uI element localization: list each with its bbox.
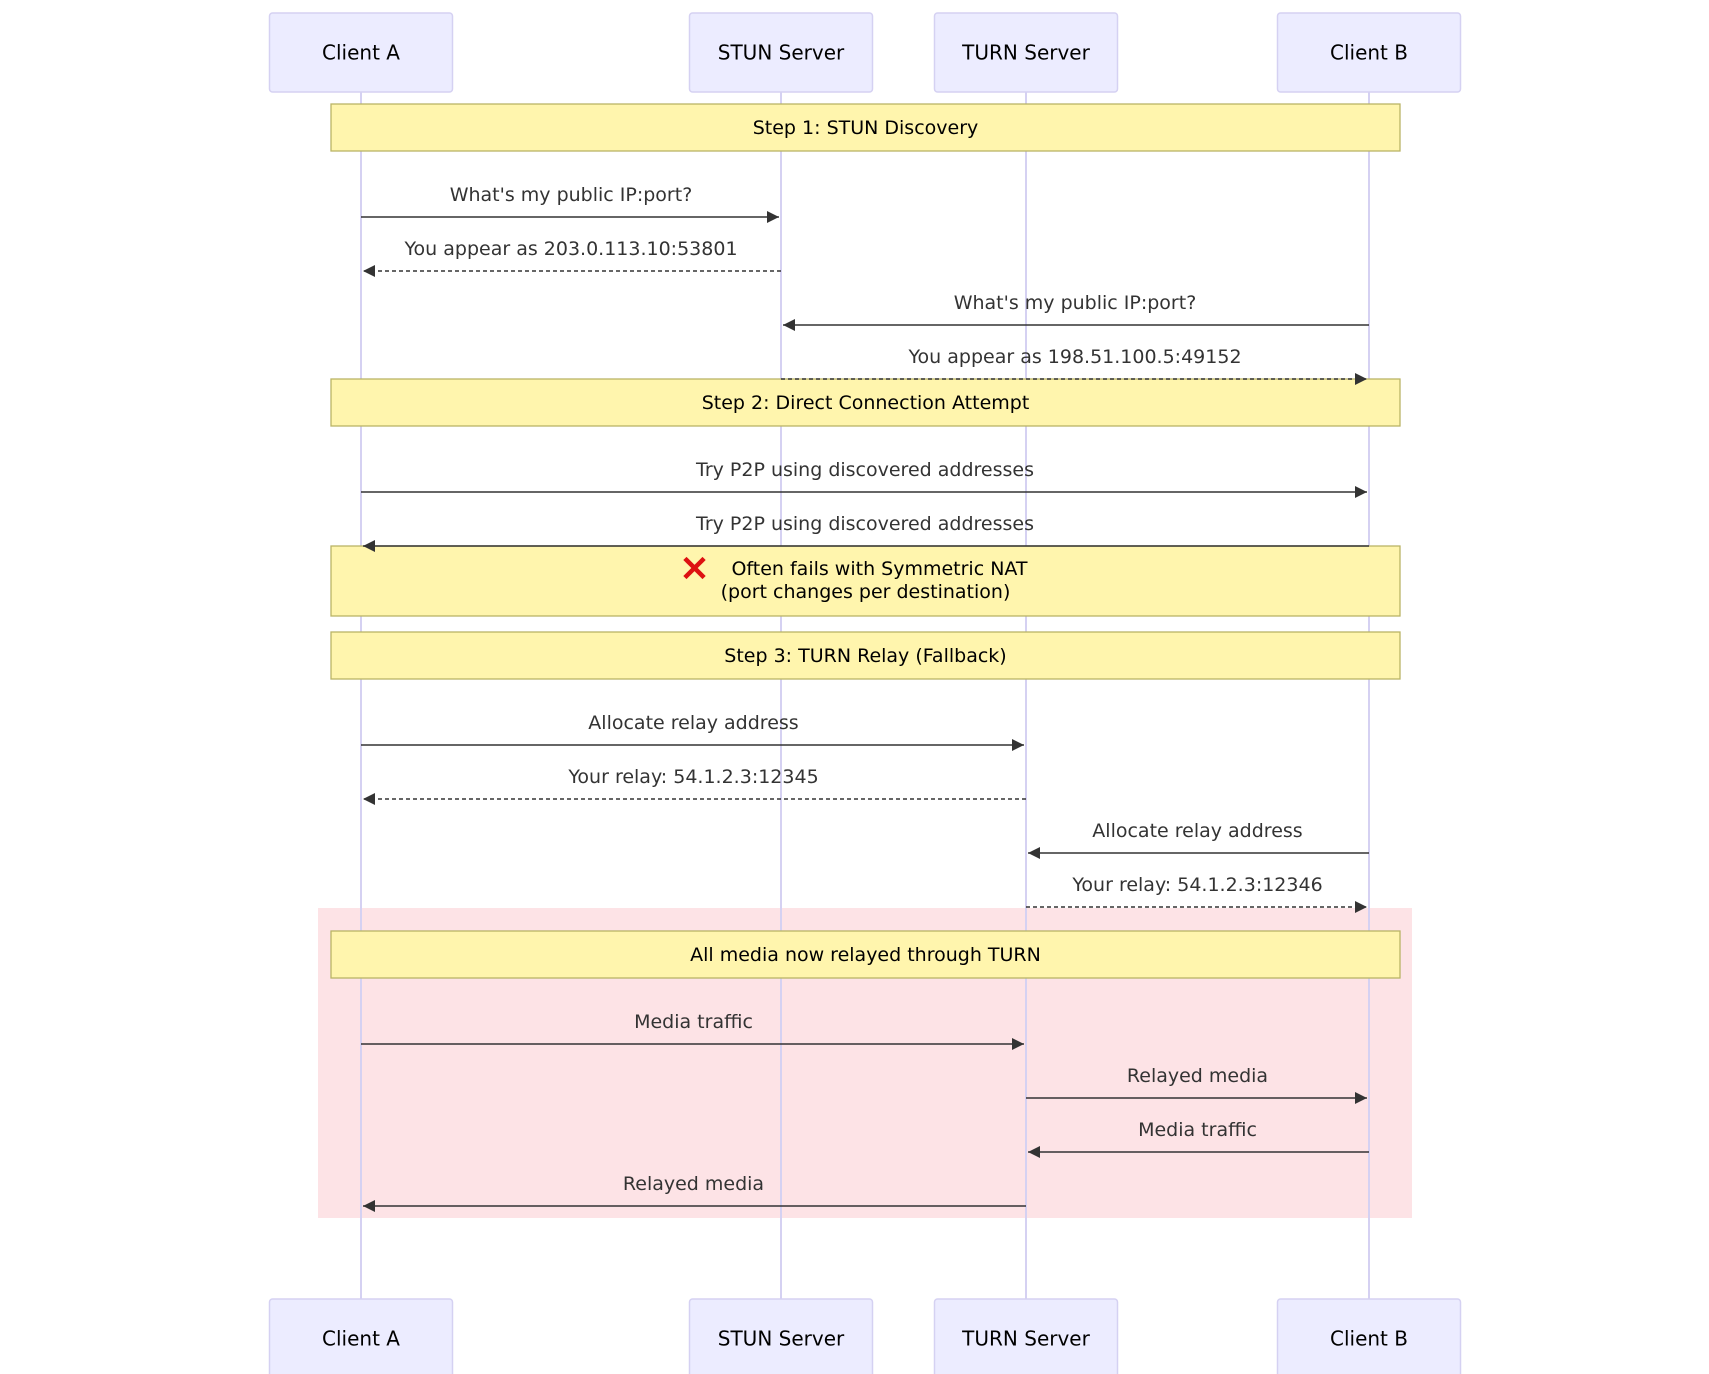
participant-label: TURN Server <box>961 41 1090 65</box>
participant-bottom-a: Client A <box>268 1298 454 1374</box>
message-label: You appear as 203.0.113.10:53801 <box>403 238 737 260</box>
message-s-to-b: You appear as 198.51.100.5:49152 <box>781 346 1367 385</box>
note-box <box>330 378 1401 427</box>
message-label: You appear as 198.51.100.5:49152 <box>907 346 1241 368</box>
note-box <box>330 631 1401 680</box>
message-t-to-a: Your relay: 54.1.2.3:12345 <box>363 766 1026 805</box>
message-label: Your relay: 54.1.2.3:12346 <box>1071 874 1322 896</box>
participant-box-rect <box>268 1298 454 1374</box>
message-a-to-b: Try P2P using discovered addresses <box>361 459 1367 498</box>
participant-label: STUN Server <box>718 1327 845 1351</box>
note-failure: Often fails with Symmetric NAT(port chan… <box>330 545 1401 617</box>
message-label: Relayed media <box>1127 1065 1268 1087</box>
note-step-0: Step 1: STUN Discovery <box>330 103 1401 152</box>
message-s-to-a: You appear as 203.0.113.10:53801 <box>363 238 781 277</box>
message-label: Allocate relay address <box>1092 820 1302 842</box>
note-text: Step 1: STUN Discovery <box>753 117 979 139</box>
participant-bottom-t: TURN Server <box>933 1298 1119 1374</box>
messages-layer: What's my public IP:port? You appear as 2… <box>361 184 1369 1212</box>
note-text: Step 3: TURN Relay (Fallback) <box>724 645 1006 667</box>
participant-label: STUN Server <box>718 41 845 65</box>
note-box <box>330 930 1401 979</box>
participant-top-t: TURN Server <box>933 12 1119 93</box>
message-t-to-b: Relayed media <box>1026 1065 1367 1104</box>
participant-box-rect <box>688 1298 874 1374</box>
participant-top-b: Client B <box>1276 12 1462 93</box>
message-label: Media traffic <box>634 1011 753 1033</box>
message-t-to-b: Your relay: 54.1.2.3:12346 <box>1026 874 1367 913</box>
message-label: What's my public IP:port? <box>954 292 1197 314</box>
message-a-to-t: Media traffic <box>361 1011 1024 1050</box>
message-label: Media traffic <box>1138 1119 1257 1141</box>
message-a-to-s: What's my public IP:port? <box>361 184 779 223</box>
note-text: Step 2: Direct Connection Attempt <box>702 392 1030 414</box>
message-b-to-a: Try P2P using discovered addresses <box>363 513 1369 552</box>
participant-top-s: STUN Server <box>688 12 874 93</box>
participant-bottom-b: Client B <box>1276 1298 1462 1374</box>
participant-label: Client A <box>322 41 400 65</box>
message-t-to-a: Relayed media <box>363 1173 1026 1212</box>
participant-box-rect <box>1276 12 1462 93</box>
cross-mark-icon <box>683 556 706 580</box>
participant-label: TURN Server <box>961 1327 1090 1351</box>
message-label: Allocate relay address <box>588 712 798 734</box>
message-b-to-t: Allocate relay address <box>1028 820 1369 859</box>
participant-label: Client A <box>322 1327 400 1351</box>
note-box <box>330 545 1401 617</box>
message-label: Relayed media <box>623 1173 764 1195</box>
participant-label: Client B <box>1330 41 1408 65</box>
note-step-14: All media now relayed through TURN <box>330 930 1401 979</box>
message-label: What's my public IP:port? <box>450 184 693 206</box>
note-text: (port changes per destination) <box>721 581 1011 603</box>
note-text: All media now relayed through TURN <box>690 944 1041 966</box>
message-b-to-t: Media traffic <box>1028 1119 1369 1158</box>
message-a-to-t: Allocate relay address <box>361 712 1024 751</box>
participant-box-rect <box>933 12 1119 93</box>
message-label: Your relay: 54.1.2.3:12345 <box>567 766 818 788</box>
participant-box-rect <box>1276 1298 1462 1374</box>
message-b-to-s: What's my public IP:port? <box>783 292 1369 331</box>
message-label: Try P2P using discovered addresses <box>695 513 1034 535</box>
note-step-9: Step 3: TURN Relay (Fallback) <box>330 631 1401 680</box>
note-step-5: Step 2: Direct Connection Attempt <box>330 378 1401 427</box>
participant-box-rect <box>268 12 454 93</box>
note-box <box>330 103 1401 152</box>
message-label: Try P2P using discovered addresses <box>695 459 1034 481</box>
participant-box-rect <box>933 1298 1119 1374</box>
participant-box-rect <box>688 12 874 93</box>
participant-top-a: Client A <box>268 12 454 93</box>
participant-label: Client B <box>1330 1327 1408 1351</box>
cross-stroke <box>683 556 706 580</box>
participant-bottom-s: STUN Server <box>688 1298 874 1374</box>
note-text: Often fails with Symmetric NAT <box>731 558 1027 580</box>
